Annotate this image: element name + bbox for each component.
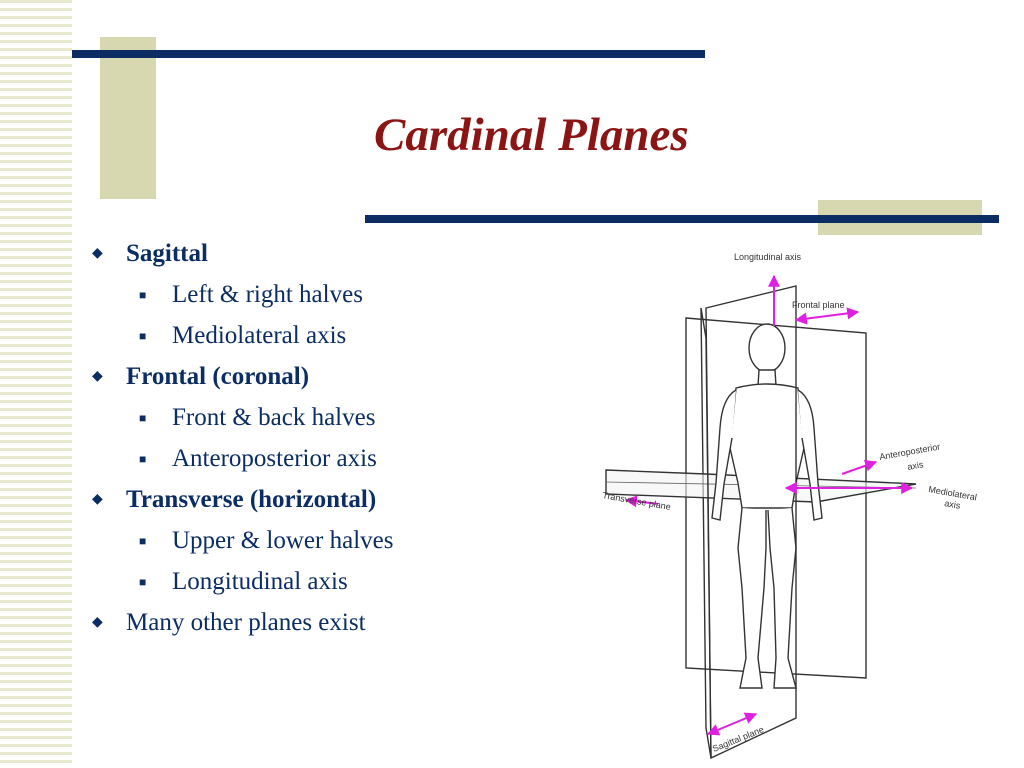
frontal-plane (685, 317, 867, 679)
square-bullet-icon: ■ (139, 575, 147, 589)
sagittal-plane (705, 285, 797, 760)
bullet-text: Sagittal (126, 240, 208, 267)
bullet-text: Transverse (horizontal) (126, 486, 377, 513)
sagittal-plane-edge (700, 307, 712, 759)
diamond-bullet-icon: ◆ (92, 246, 103, 261)
sub-bullet-text: Left & right halves (172, 281, 363, 308)
square-bullet-icon: ■ (139, 411, 147, 425)
sub-bullet: ■ Left & right halves (90, 277, 530, 318)
sub-bullet-text: Anteroposterior axis (172, 445, 377, 472)
title-rule-top (72, 50, 705, 58)
sub-bullet: ■ Mediolateral axis (90, 318, 530, 359)
slide-title: Cardinal Planes (374, 109, 689, 161)
decorative-stripes (0, 0, 72, 768)
bullet-transverse: ◆ Transverse (horizontal) (90, 482, 530, 523)
decorative-block-top (100, 37, 156, 199)
bullet-text: Many other planes exist (126, 609, 366, 636)
sagittal-plane-arrow (706, 712, 758, 736)
transverse-plane-arrow (624, 495, 659, 508)
bullet-sagittal: ◆ Sagittal (90, 236, 530, 277)
label-longitudinal-axis: Longitudinal axis (734, 252, 802, 262)
bullet-frontal: ◆ Frontal (coronal) (90, 359, 530, 400)
sub-bullet-text: Upper & lower halves (172, 527, 394, 554)
sub-bullet-text: Longitudinal axis (172, 568, 348, 595)
bullet-text: Frontal (coronal) (126, 363, 310, 390)
bullet-other-planes: ◆ Many other planes exist (90, 605, 530, 646)
sub-bullet: ■ Upper & lower halves (90, 523, 530, 564)
label-anteroposterior-axis-2: axis (907, 459, 925, 472)
square-bullet-icon: ■ (139, 329, 147, 343)
diamond-bullet-icon: ◆ (92, 369, 103, 384)
sub-bullet: ■ Front & back halves (90, 400, 530, 441)
diamond-bullet-icon: ◆ (92, 492, 103, 507)
bullet-list: ◆ Sagittal ■ Left & right halves ■ Medio… (90, 236, 530, 646)
sub-bullet-text: Front & back halves (172, 404, 376, 431)
label-frontal-plane: Frontal plane (792, 300, 845, 310)
label-mediolateral-axis-2: axis (944, 498, 962, 511)
label-anteroposterior-axis: Anteroposterior (879, 441, 941, 462)
square-bullet-icon: ■ (139, 288, 147, 302)
human-figure (711, 323, 823, 689)
cardinal-planes-figure: Longitudinal axis Frontal plane Anteropo… (602, 252, 978, 760)
title-rule-bottom (365, 215, 999, 223)
frontal-plane-arrow (794, 307, 860, 325)
square-bullet-icon: ■ (139, 534, 147, 548)
sub-bullet: ■ Anteroposterior axis (90, 441, 530, 482)
square-bullet-icon: ■ (139, 452, 147, 466)
sub-bullet-text: Mediolateral axis (172, 322, 347, 349)
sub-bullet: ■ Longitudinal axis (90, 564, 530, 605)
diamond-bullet-icon: ◆ (92, 615, 103, 630)
anteroposterior-axis-arrow (841, 459, 878, 475)
